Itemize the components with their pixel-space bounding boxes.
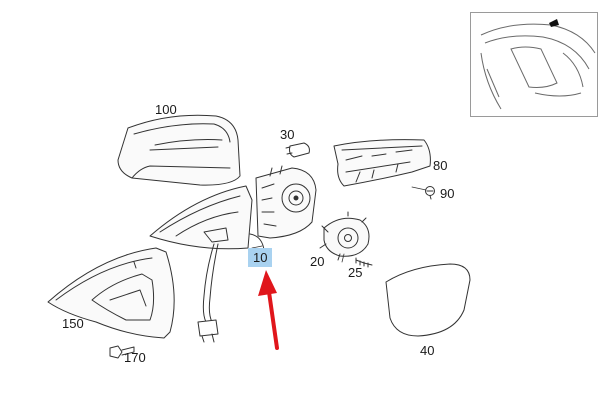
part-100-housing-cover (117, 114, 241, 186)
car-outline-icon (480, 19, 596, 110)
callout-25: 25 (348, 265, 363, 280)
callout-30: 30 (280, 127, 295, 142)
callout-20: 20 (310, 254, 325, 269)
callout-170: 170 (124, 350, 146, 365)
callout-100: 100 (155, 102, 177, 117)
part-80-lower-frame (333, 139, 431, 187)
callout-40: 40 (420, 343, 435, 358)
callout-10-highlighted: 10 (248, 248, 273, 267)
callout-80: 80 (433, 158, 448, 173)
part-170-bolt (109, 345, 135, 359)
part-40-mirror-glass (385, 263, 471, 337)
callout-90: 90 (440, 186, 455, 201)
part-150-trim-panel (47, 247, 175, 339)
part-30-bulb (285, 142, 310, 158)
part-20-adjust-motor (319, 211, 370, 261)
location-inset (470, 12, 598, 117)
callout-150: 150 (62, 316, 84, 331)
part-25-screw (355, 257, 373, 268)
leader-lines (251, 186, 427, 263)
part-10-mirror-base (149, 165, 317, 343)
part-90-screw (425, 186, 435, 200)
red-pointer-arrow (258, 270, 279, 350)
mirror-location-marker-icon (549, 19, 559, 27)
